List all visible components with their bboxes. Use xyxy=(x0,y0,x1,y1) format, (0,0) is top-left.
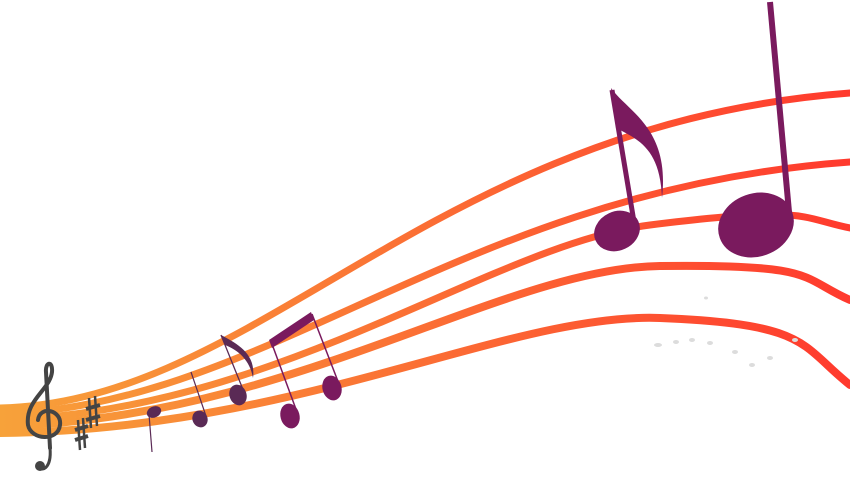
quarter-note-icon xyxy=(190,371,208,428)
staff-line-2 xyxy=(0,158,850,418)
staff-lines xyxy=(0,89,850,437)
beamed-notes-icon xyxy=(269,312,342,429)
sparkle-dots xyxy=(654,296,798,367)
quarter-note-icon xyxy=(146,406,162,453)
sharp-icon xyxy=(74,417,89,451)
quarter-note-icon xyxy=(718,1,794,258)
staff-line-4 xyxy=(0,261,850,430)
staff-line-5 xyxy=(0,313,850,437)
eighth-note-icon xyxy=(594,88,664,252)
staff-line-1 xyxy=(0,89,850,412)
sharp-icon xyxy=(85,395,101,429)
eighth-note-icon xyxy=(220,334,254,406)
treble-clef-icon xyxy=(25,361,63,471)
staff-line-3 xyxy=(0,211,850,424)
